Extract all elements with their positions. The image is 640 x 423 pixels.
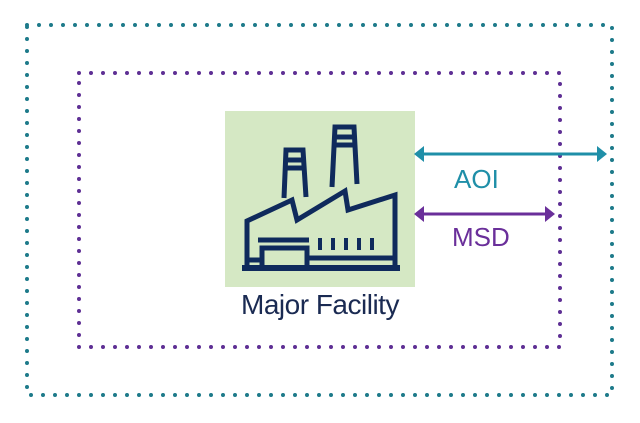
- aoi-boundary: [25, 23, 614, 397]
- msd-label: MSD: [452, 222, 510, 252]
- msd-boundary: [77, 71, 562, 349]
- msd-arrow: [414, 206, 555, 222]
- aoi-arrow: [414, 146, 607, 162]
- aoi-label: AOI: [454, 164, 499, 194]
- facility-label: Major Facility: [241, 289, 399, 320]
- factory-icon: [242, 124, 400, 271]
